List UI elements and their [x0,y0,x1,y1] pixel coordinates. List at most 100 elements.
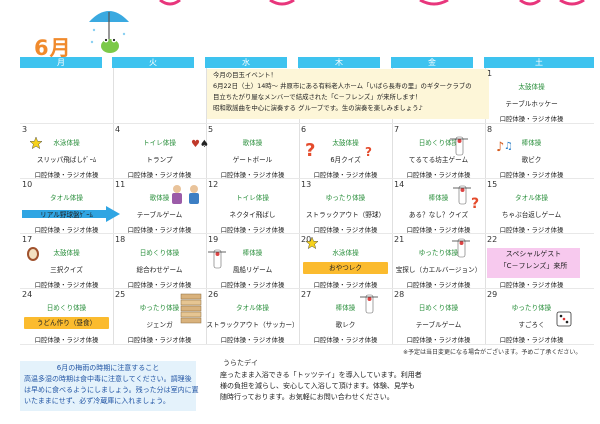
exercise-label: 日めくり体操 [46,304,87,312]
exercise-label: 太鼓体操 [53,249,80,257]
day-number: 12 [208,180,219,189]
stick-exercise-icon [452,238,470,258]
day-number: 7 [394,125,400,134]
notice-line: 今月の目玉イベント！ [213,71,277,79]
event-label: ある？なし？クイズ [408,211,469,219]
star-icon [30,137,42,149]
month-label: 6月 [34,36,72,60]
notice-line: 目立ちたがり屋なメンバーで結成された「C－フレンズ」が来所します！ [213,93,422,101]
exercise-label: トイレ体操 [236,194,269,202]
day-number: 20 [301,235,312,244]
grid-line [20,123,594,124]
notice-line: は早めに食べるようにしましょう。残った分は室内に置 [24,386,199,394]
notice-line: 高温多湿の時期は食中毒に注意してください。調理後 [24,375,192,383]
weekday-mon: 月 [20,57,102,68]
calendar-day-19: 19 棒体操風船リゲーム口腔体操・ラジオ体操 [206,234,299,289]
exercise-label: 日めくり体操 [139,249,180,257]
grid-line [299,68,300,344]
event-label: 風船リゲーム [232,266,273,274]
exercise-label: タオル体操 [50,194,83,202]
grid-line [392,68,393,344]
exercise-label: 棒体操 [521,139,542,147]
event-label: リアル野球盤ｹﾞｰﾑ [40,211,93,219]
exercise-label: タオル体操 [515,194,548,202]
daily-exercise-label: 口腔体操・ラジオ体操 [313,171,378,179]
event-label: 歌ビク [521,156,542,164]
daily-exercise-label: 口腔体操・ラジオ体操 [34,171,99,179]
stick-exercise-icon [360,294,378,314]
event-label: 6月クイズ [330,156,361,164]
jenga-tower-icon [180,293,202,324]
event-label: ちゃぶ台返しゲーム [501,211,562,219]
weekday-fri: 金 [391,57,473,68]
exercise-label: 日めくり体操 [418,139,459,147]
frog-umbrella-icon [89,11,129,53]
day-number: 4 [115,125,121,134]
event-label: 歌レク [335,321,356,329]
daily-exercise-label: 口腔体操・ラジオ体操 [34,281,99,289]
day-number: 28 [394,290,405,299]
exercise-label: 棒体操 [242,249,263,257]
calendar-day-8: 8 棒体操歌ビク口腔体操・ラジオ体操 [485,124,578,179]
special-guest-subtitle: 「C－フレンズ」来所 [499,262,568,270]
daily-exercise-label: 口腔体操・ラジオ体操 [313,281,378,289]
monthly-event-notice: 今月の目玉イベント！ 6月22日（土）14時～ 井原市にある有料老人ホーム「いば… [207,69,489,119]
daily-exercise-label: 口腔体操・ラジオ体操 [499,171,564,179]
day-number: 5 [208,125,214,134]
event-label: ジェンガ [146,321,173,329]
day-number: 8 [487,125,493,134]
day-number: 19 [208,235,219,244]
event-label: ネクタイ飛ばし [229,211,276,219]
facility-name: うらたデイ [223,359,258,367]
notice-line: 随時行っております。お気軽にお問い合わせください。 [220,393,394,401]
svg-text:?: ? [471,196,479,210]
elderly-couple-icon [172,185,199,204]
day-number: 18 [115,235,126,244]
weekday-thu: 木 [298,57,380,68]
daily-exercise-label: 口腔体操・ラジオ体操 [127,336,192,344]
daily-exercise-label: 口腔体操・ラジオ体操 [220,336,285,344]
grid-line [20,178,594,179]
svg-text:♠: ♠ [200,139,209,149]
exercise-label: ゆったり体操 [325,194,366,202]
svg-text:♪: ♪ [496,140,504,154]
notice-line: 座ったまま入浴できる「トッツテイ」を導入しています。利用者 [220,371,422,379]
exercise-label: 水泳体操 [53,139,80,147]
exercise-label: 棒体操 [335,304,356,312]
event-label: 三択クイズ [50,266,83,274]
exercise-label: 棒体操 [428,194,449,202]
exercise-label: 歌体操 [242,139,263,147]
day-number: 29 [487,290,498,299]
daily-exercise-label: 口腔体操・ラジオ体操 [313,336,378,344]
daily-exercise-label: 口腔体操・ラジオ体操 [220,281,285,289]
exercise-label: 日めくり体操 [418,304,459,312]
daily-exercise-label: 口腔体操・ラジオ体操 [34,226,99,234]
exercise-label: ゆったり体操 [418,249,459,257]
day-number: 1 [487,69,493,78]
day-number: 6 [301,125,307,134]
taiko-drum-icon [27,247,39,261]
daily-exercise-label: 口腔体操・ラジオ体操 [406,336,471,344]
notice-line: 6月22日（土）14時～ 井原市にある有料老人ホーム「いばら長寿の里」のギターク… [213,82,472,90]
special-guest-title: スペシャルゲスト [505,250,562,258]
day-number: 10 [22,180,33,189]
daily-exercise-label: 口腔体操・ラジオ体操 [34,336,99,344]
exercise-label: 太鼓体操 [332,139,359,147]
daily-exercise-label: 口腔体操・ラジオ体操 [406,281,471,289]
event-label: テーブルホッケー [505,100,558,108]
event-label: すごろく [518,321,545,329]
grid-line [113,68,114,344]
header-decoration [159,0,585,6]
svg-text:♥: ♥ [191,139,200,149]
